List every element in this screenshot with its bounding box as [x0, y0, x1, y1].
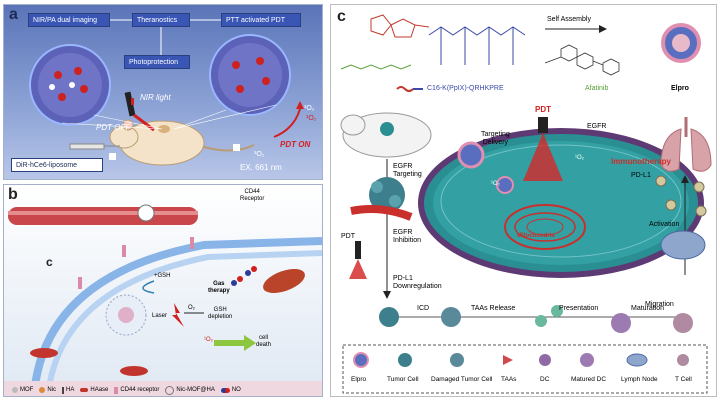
icd-label: ICD [417, 305, 430, 312]
legend-cd44: CD44 receptor [114, 386, 159, 394]
mitochondria-label: Mitochondria [517, 233, 555, 239]
mouse-illustration [109, 119, 255, 166]
nir-light-label: NIR light [140, 93, 171, 102]
panel-c-legend: Elpro Tumor Cell Damaged Tumor Cell TAAs… [345, 376, 707, 388]
presentation-label: Presentation [559, 305, 599, 312]
egfr-inhibition-label: EGFR Inhibition [393, 229, 421, 245]
nic-icon [39, 387, 46, 393]
panel-c-label: c [337, 8, 346, 25]
gas-therapy-label: Gas therapy [208, 281, 230, 295]
triplet-oxygen-bottom: ³O₂ [254, 151, 265, 158]
egfr-i-line2: Inhibition [393, 237, 422, 244]
no-icon [220, 387, 230, 393]
gas-line1: Gas [213, 281, 225, 287]
liposome-right [209, 34, 291, 116]
haase-icon [80, 388, 89, 392]
gsh-add-label: +GSH [154, 273, 171, 279]
legend-tumor-cell: Tumor Cell [387, 376, 419, 383]
cell-death-label: cell death [256, 335, 271, 349]
panel-b-label: b [8, 186, 18, 203]
legend-mof: MOF [12, 387, 33, 393]
cd44-line1: CD44 [244, 189, 260, 195]
legend-elpro: Elpro [351, 376, 367, 383]
theranostics-box: Theranostics [132, 13, 190, 27]
gsh-dep-line1: GSH [213, 307, 227, 313]
egfr-t-line1: EGFR [393, 163, 413, 170]
pdt-off-label: PDT OFF [96, 123, 131, 132]
ha-icon [62, 386, 65, 394]
cd44-line2: Receptor [240, 196, 265, 202]
singlet-oxygen-c1: ¹O₂ [575, 155, 584, 161]
nic-mof-icon [165, 385, 175, 395]
gsh-dep-line2: depletion [208, 314, 233, 320]
legend-t-cell: T Cell [675, 376, 692, 383]
excitation-label: EX. 661 nm [240, 163, 282, 172]
legend-lymph-node: Lymph Node [621, 376, 658, 383]
panel-a: a NIR/PA dual imaging Theranostics PTT a… [3, 4, 323, 180]
immunotherapy-label: Immunotherapy [611, 157, 672, 166]
liposome-label: DiR-hCe6-liposome [11, 158, 103, 172]
pdl1-d-line1: PD-L1 [393, 275, 413, 282]
migration-label: Migration [645, 301, 674, 308]
legend-no: NO [220, 387, 241, 393]
legend-taas: TAAs [501, 376, 517, 383]
panel-b-graphic [4, 204, 322, 396]
syringe [69, 143, 120, 150]
mof-icon [12, 387, 18, 393]
singlet-oxygen-b-label: ¹O₂ [204, 337, 213, 343]
pdt-on-label: PDT ON [280, 140, 311, 149]
panel-b: b c [3, 184, 323, 397]
pd-l1-downregulation-label: PD-L1 Downregulation [393, 275, 442, 291]
targeting-delivery-label: Targeting Delivery [481, 131, 510, 147]
egfr-targeting-label: EGFR Targeting [393, 163, 422, 179]
gas-line2: therapy [208, 288, 230, 294]
singlet-oxygen-label: ¹O₂ [306, 115, 317, 122]
cd44-icon [114, 386, 119, 394]
formula-label: C16-K(PpIX)-QRHKPRE [427, 85, 504, 92]
legend-damaged-tumor-cell: Damaged Tumor Cell [431, 376, 493, 383]
taas-release-label: TAAs Release [471, 305, 516, 312]
cd44-receptor-label: CD44 Receptor [240, 189, 264, 203]
oxygen-label: O₂ [188, 305, 195, 311]
afatinib-label: Afatinib [585, 85, 609, 92]
egfr-t-line2: Targeting [393, 171, 422, 178]
egfr-down-label: EGFR [587, 123, 607, 130]
targeting-line2: Delivery [482, 139, 509, 146]
gsh-depletion-label: GSH depletion [208, 307, 232, 321]
targeting-line1: Targeting [481, 131, 510, 138]
maturation-label: Maturation [631, 305, 665, 312]
laser-label: Laser [152, 313, 168, 319]
nir-pa-box: NIR/PA dual imaging [28, 13, 110, 27]
egfr-i-line1: EGFR [393, 229, 413, 236]
panel-a-graphic [29, 19, 304, 166]
panel-c-graphic [340, 14, 712, 394]
death-line2: death [256, 342, 272, 348]
panel-c: c [330, 4, 717, 397]
laser-probe [124, 91, 155, 132]
singlet-oxygen-c2: ¹O₂ [491, 181, 500, 187]
pdt-top-label: PDT [535, 105, 551, 114]
liposome-left [29, 44, 111, 126]
pdt-left-label: PDT [341, 233, 355, 240]
legend-nic: Nic [39, 387, 56, 393]
legend-dc: DC [540, 376, 550, 383]
photoprotection-box: Photoprotection [124, 55, 190, 69]
legend-haase: HAase [80, 387, 108, 393]
elpro-label: Elpro [671, 85, 689, 92]
pdl1-d-line2: Downregulation [393, 283, 442, 290]
panel-a-label: a [9, 6, 18, 23]
legend-nic-mof: Nic-MOF@HA [165, 385, 215, 395]
ptt-pdt-box: PTT activated PDT [221, 13, 301, 27]
legend-matured-dc: Matured DC [571, 376, 607, 383]
legend-ha: HA [62, 386, 74, 394]
activation-label: Activation [649, 221, 680, 228]
panel-b-legend: MOF Nic HA HAase CD44 receptor Nic-MOF@H… [12, 384, 318, 396]
panel-b-sublabel: c [46, 255, 53, 269]
triplet-oxygen-right: ³O₂ [304, 105, 315, 112]
pd-l1-down-label: PD-L1 [631, 172, 651, 179]
death-line1: cell [259, 335, 269, 341]
self-assembly-label: Self Assembly [547, 16, 591, 23]
